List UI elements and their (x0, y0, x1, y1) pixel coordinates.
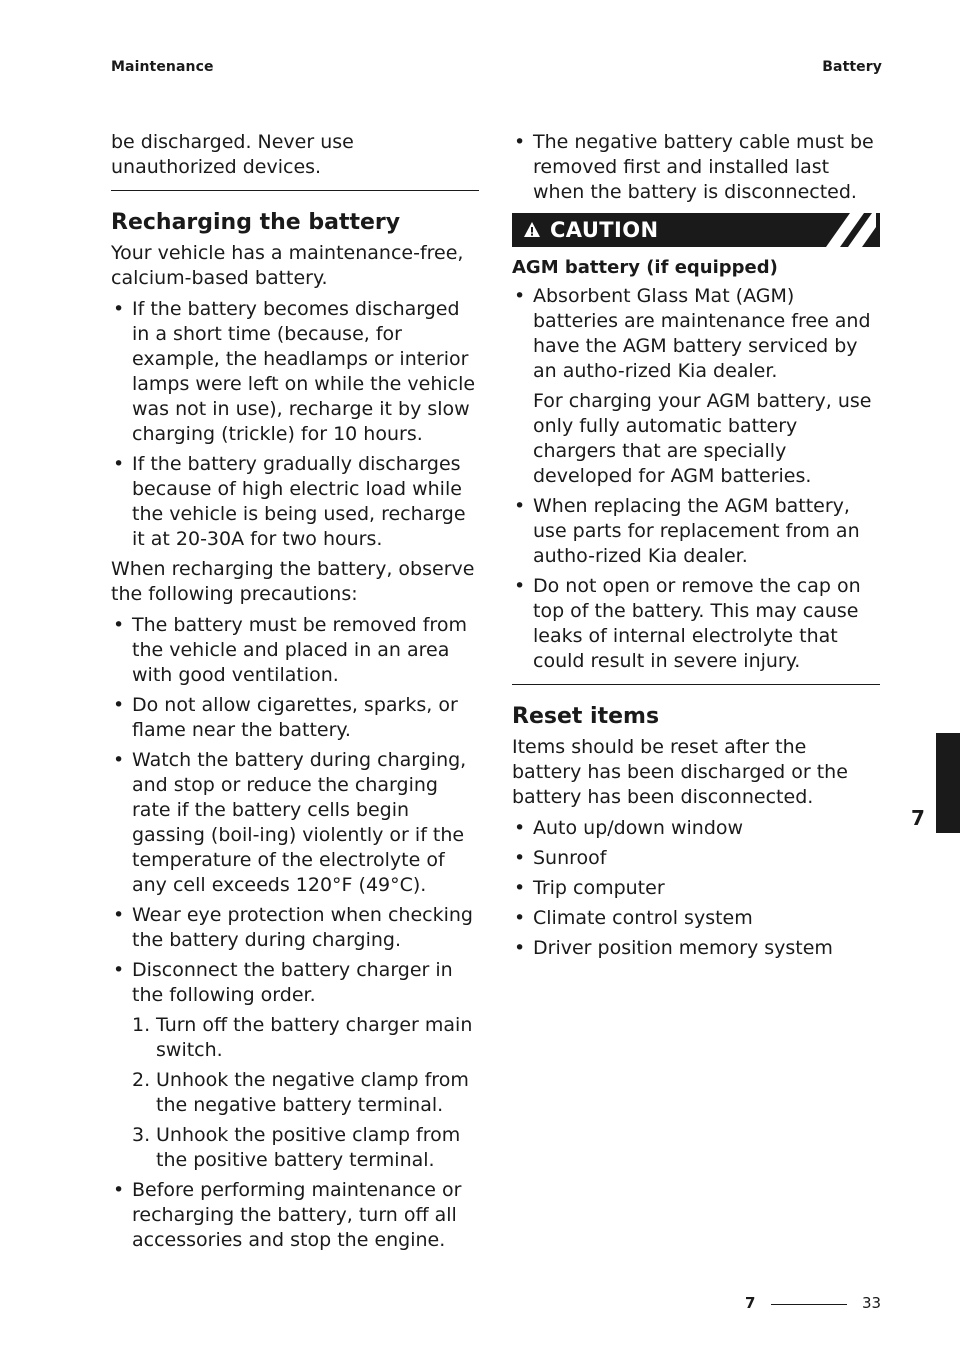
list-item: Sunroof (512, 846, 880, 871)
list-item-text: Absorbent Glass Mat (AGM) batteries are … (533, 285, 871, 382)
running-header-section: Maintenance (111, 59, 214, 75)
list-item-disconnect: Disconnect the battery charger in the fo… (111, 958, 479, 1173)
reset-intro: Items should be reset after the battery … (512, 736, 848, 808)
chapter-tab-number: 7 (911, 806, 925, 830)
step-item: 1.Turn off the battery charger main swit… (132, 1013, 479, 1063)
left-column: be discharged. Never use unauthorized de… (111, 130, 479, 1258)
section-title-reset: Reset items (512, 704, 660, 729)
step-text: Unhook the negative clamp from the negat… (156, 1069, 469, 1116)
list-item: Wear eye protection when checking the ba… (111, 903, 479, 953)
caution-banner: CAUTION (512, 213, 880, 247)
right-column: The negative battery cable must be remov… (512, 130, 880, 966)
caution-subhead: AGM battery (if equipped) (512, 257, 778, 278)
section-title-recharging: Recharging the battery (111, 210, 401, 235)
numbered-steps: 1.Turn off the battery charger main swit… (132, 1013, 479, 1173)
list-item-text: Disconnect the battery charger in the fo… (132, 959, 453, 1006)
list-item: Climate control system (512, 906, 880, 931)
list-item: Driver position memory system (512, 936, 880, 961)
step-text: Turn off the battery charger main switch… (156, 1014, 473, 1061)
list-item: If the battery becomes discharged in a s… (111, 297, 479, 447)
list-item: Do not allow cigarettes, sparks, or flam… (111, 693, 479, 743)
step-number: 2. (132, 1069, 151, 1091)
footer-chapter: 7 (745, 1294, 756, 1312)
list-item: Do not open or remove the cap on top of … (512, 574, 880, 674)
continued-paragraph: be discharged. Never use unauthorized de… (111, 131, 354, 178)
step-text: Unhook the positive clamp from the posit… (156, 1124, 461, 1171)
caution-slashes-decoration (826, 213, 876, 247)
step-item: 2.Unhook the negative clamp from the neg… (132, 1068, 479, 1118)
step-number: 1. (132, 1014, 151, 1036)
section-intro: Your vehicle has a maintenance-free, cal… (111, 242, 464, 289)
section-divider (512, 684, 880, 685)
list-item: If the battery gradually discharges beca… (111, 452, 479, 552)
list-item: The negative battery cable must be remov… (512, 130, 880, 205)
list-item: Watch the battery during charging, and s… (111, 748, 479, 898)
caution-bullet-list: Absorbent Glass Mat (AGM) batteries are … (512, 284, 880, 674)
bullet-list-precautions: The battery must be removed from the veh… (111, 613, 479, 1253)
warning-triangle-icon (524, 222, 540, 237)
bullet-list-a: If the battery becomes discharged in a s… (111, 297, 479, 552)
list-item: When replacing the AGM battery, use part… (512, 494, 880, 569)
list-item: Before performing maintenance or recharg… (111, 1178, 479, 1253)
reset-items-list: Auto up/down window Sunroof Trip compute… (512, 816, 880, 961)
section-divider (111, 190, 479, 191)
list-item: Trip computer (512, 876, 880, 901)
list-item-extra: For charging your AGM battery, use only … (533, 390, 872, 487)
list-item: Absorbent Glass Mat (AGM) batteries are … (512, 284, 880, 489)
bullet-list-top: The negative battery cable must be remov… (512, 130, 880, 205)
running-header-topic: Battery (822, 59, 882, 75)
precautions-intro: When recharging the battery, observe the… (111, 558, 475, 605)
chapter-tab (936, 733, 960, 833)
list-item: The battery must be removed from the veh… (111, 613, 479, 688)
list-item: Auto up/down window (512, 816, 880, 841)
caution-label: CAUTION (550, 218, 659, 242)
step-item: 3.Unhook the positive clamp from the pos… (132, 1123, 479, 1173)
page-number: 33 (862, 1294, 882, 1312)
footer-divider (771, 1304, 847, 1305)
step-number: 3. (132, 1124, 151, 1146)
